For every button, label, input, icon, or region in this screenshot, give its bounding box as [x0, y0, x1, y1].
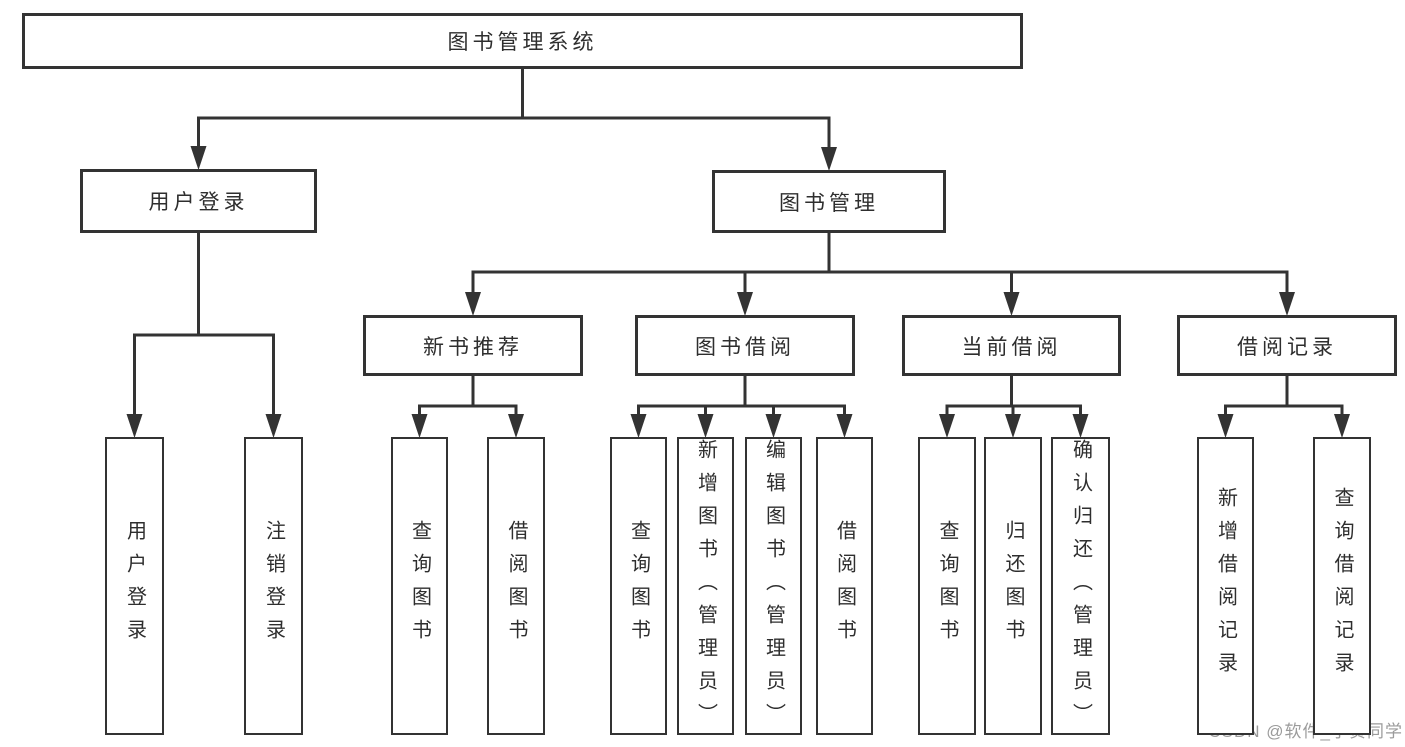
- node-label-book-borrowing: 图书借阅: [695, 335, 795, 359]
- arrowhead-new-book-recommend: [465, 292, 481, 316]
- arrowhead-book-borrowing: [737, 292, 753, 316]
- node-label-add-borrowing-record: 新增借阅记录: [1214, 487, 1237, 685]
- node-confirm-return-admin: 确认归还（管理员）: [1051, 437, 1110, 736]
- node-label-edit-books-admin: 编辑图书（管理员）: [762, 439, 785, 736]
- node-edit-books-admin: 编辑图书（管理员）: [745, 437, 802, 736]
- node-label-query-borrowing-record: 查询借阅记录: [1331, 487, 1353, 685]
- arrowhead-book-management: [821, 147, 837, 171]
- arrowhead-query-books-current: [939, 414, 955, 438]
- node-borrowing-records: 借阅记录: [1177, 315, 1397, 376]
- arrowhead-query-books-recommend: [411, 414, 428, 438]
- node-query-borrowing-record: 查询借阅记录: [1313, 437, 1371, 735]
- arrowhead-current-borrowing: [1003, 292, 1020, 316]
- node-return-books: 归还图书: [984, 437, 1042, 735]
- node-book-management: 图书管理: [712, 170, 946, 233]
- arrowhead-borrow-books-recommend: [508, 414, 524, 438]
- arrowhead-query-borrowing-record: [1334, 414, 1350, 438]
- node-label-borrowing-records: 借阅记录: [1237, 335, 1337, 359]
- node-label-borrow-books-recommend: 借阅图书: [505, 520, 527, 652]
- node-label-user-login-leaf: 用户登录: [123, 520, 146, 652]
- node-label-return-books: 归还图书: [1002, 520, 1024, 652]
- node-label-library-management-system: 图书管理系统: [447, 31, 598, 54]
- arrowhead-return-books: [1005, 414, 1021, 438]
- arrowhead-add-books-admin: [697, 414, 714, 438]
- node-label-logout-leaf: 注销登录: [262, 520, 285, 652]
- node-user-login-leaf: 用户登录: [105, 437, 164, 735]
- node-label-borrow-books-borrowing: 借阅图书: [833, 520, 856, 652]
- node-add-borrowing-record: 新增借阅记录: [1197, 437, 1254, 735]
- node-label-query-books-borrowing: 查询图书: [627, 520, 650, 652]
- node-library-management-system: 图书管理系统: [22, 13, 1023, 69]
- node-add-books-admin: 新增图书（管理员）: [677, 437, 734, 736]
- arrowhead-edit-books-admin: [765, 414, 782, 438]
- node-borrow-books-borrowing: 借阅图书: [816, 437, 873, 735]
- arrowhead-query-books-borrowing: [630, 414, 647, 438]
- node-query-books-current: 查询图书: [918, 437, 976, 735]
- arrowhead-user-login: [190, 146, 207, 170]
- node-label-new-book-recommend: 新书推荐: [423, 335, 523, 359]
- node-label-confirm-return-admin: 确认归还（管理员）: [1069, 439, 1092, 736]
- arrowhead-add-borrowing-record: [1217, 414, 1234, 438]
- node-label-current-borrowing: 当前借阅: [961, 335, 1062, 359]
- arrowhead-logout-leaf: [265, 414, 282, 438]
- node-user-login: 用户登录: [80, 169, 317, 233]
- node-logout-leaf: 注销登录: [244, 437, 303, 735]
- node-label-book-management: 图书管理: [779, 191, 879, 215]
- node-query-books-recommend: 查询图书: [391, 437, 448, 735]
- node-label-query-books-current: 查询图书: [936, 520, 958, 652]
- node-new-book-recommend: 新书推荐: [363, 315, 583, 376]
- node-label-query-books-recommend: 查询图书: [408, 520, 431, 652]
- node-borrow-books-recommend: 借阅图书: [487, 437, 545, 735]
- arrowhead-user-login-leaf: [126, 414, 143, 438]
- node-book-borrowing: 图书借阅: [635, 315, 855, 376]
- arrowhead-confirm-return-admin: [1072, 414, 1089, 438]
- node-label-add-books-admin: 新增图书（管理员）: [694, 439, 717, 736]
- arrowhead-borrowing-records: [1279, 292, 1295, 316]
- node-current-borrowing: 当前借阅: [902, 315, 1121, 376]
- node-label-user-login: 用户登录: [148, 191, 249, 214]
- node-query-books-borrowing: 查询图书: [610, 437, 667, 735]
- arrowhead-borrow-books-borrowing: [836, 414, 853, 438]
